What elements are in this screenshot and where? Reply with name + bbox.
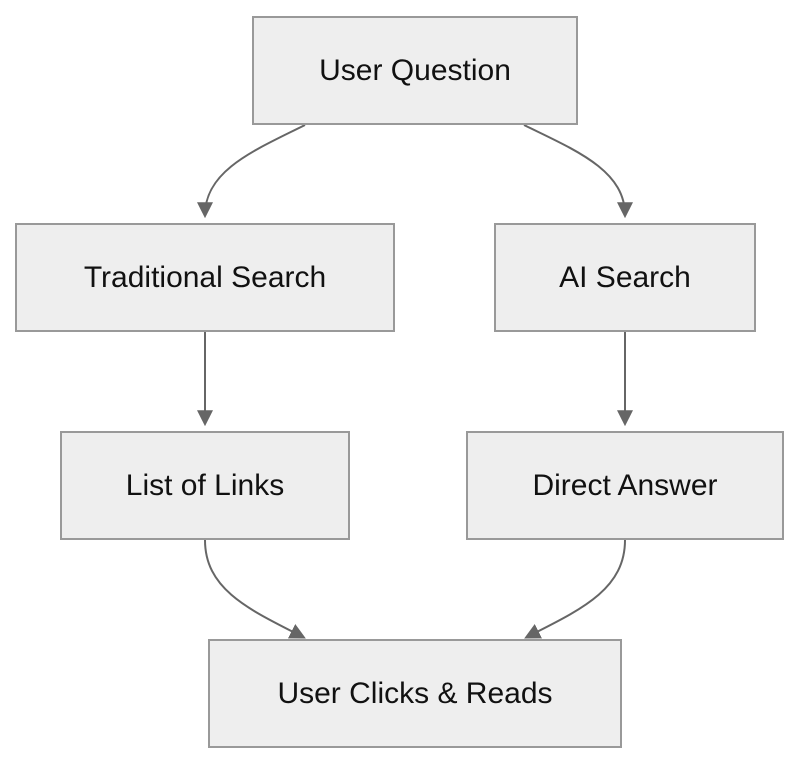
edge-links-to-reads <box>204 539 306 639</box>
node-label: List of Links <box>125 468 285 502</box>
node-ai-search: AI Search <box>494 223 756 332</box>
node-list-of-links: List of Links <box>60 431 350 540</box>
node-label: AI Search <box>559 260 691 294</box>
node-label: Traditional Search <box>83 260 327 294</box>
node-label: User Question <box>319 53 511 87</box>
node-label: User Clicks & Reads <box>277 676 553 710</box>
edge-question-to-traditional <box>197 124 306 219</box>
edge-question-to-ai <box>523 124 633 219</box>
node-user-clicks-reads: User Clicks & Reads <box>208 639 622 748</box>
node-user-question: User Question <box>252 16 578 125</box>
edge-answer-to-reads <box>524 539 626 639</box>
node-traditional-search: Traditional Search <box>15 223 395 332</box>
node-label: Direct Answer <box>532 468 718 502</box>
node-direct-answer: Direct Answer <box>466 431 784 540</box>
